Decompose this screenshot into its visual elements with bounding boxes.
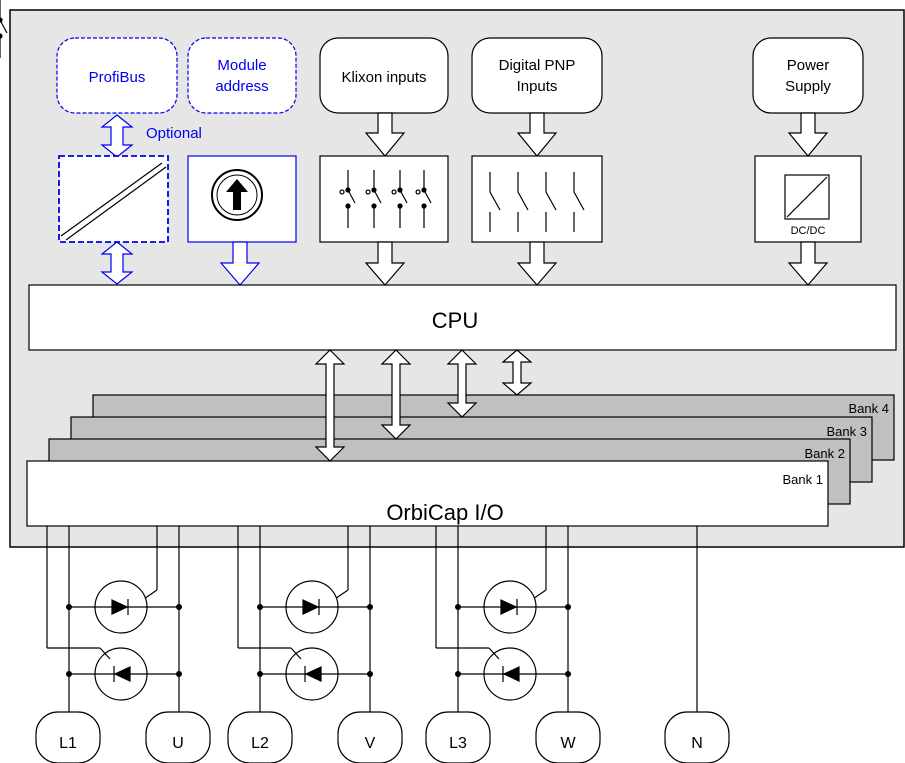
thyristor-icon (285, 580, 339, 634)
dcdc-block: DC/DC (754, 155, 862, 243)
terminal-n-label: N (691, 735, 703, 752)
module-address-box: Module address (187, 37, 297, 114)
thyristor-icon (94, 580, 148, 634)
output-circuit-1 (46, 526, 180, 712)
terminal-v-label: V (365, 735, 376, 752)
klixon-inputs-box: Klixon inputs (319, 37, 449, 114)
bus-arrow-bank-3 (446, 349, 478, 418)
power-down-arrow (787, 112, 829, 157)
terminal-l3-label: L3 (449, 735, 467, 752)
terminal-u: U (145, 711, 211, 763)
digital-pnp-label-line2: Inputs (517, 78, 558, 95)
dcdc-cpu-arrow (787, 241, 829, 286)
converter-icon (60, 162, 163, 237)
thyristor-icon (285, 647, 339, 701)
cpu-label: CPU (432, 308, 478, 333)
terminal-l2: L2 (227, 711, 293, 763)
address-cpu-arrow (219, 241, 261, 286)
klixon-inputs-label: Klixon inputs (341, 69, 426, 86)
klixon-cpu-arrow (364, 241, 406, 286)
terminal-l1-label: L1 (59, 735, 77, 752)
bus-arrow-bank-4 (501, 349, 533, 396)
digital-cpu-arrow (516, 241, 558, 286)
rotary-switch-icon (211, 169, 263, 221)
thyristor-icon (483, 647, 537, 701)
terminal-n: N (664, 711, 730, 763)
bank-1-label: Bank 1 (783, 472, 823, 487)
digital-pnp-label-line1: Digital PNP (499, 57, 576, 74)
bus-arrow-bank-2 (380, 349, 412, 440)
thyristors (94, 580, 537, 701)
terminal-l1: L1 (35, 711, 101, 763)
module-address-label-line2: address (215, 78, 268, 95)
bank-bus-arrows (314, 349, 533, 462)
digital-down-arrow (516, 112, 558, 157)
thyristor-icon (483, 580, 537, 634)
profibus-label: ProfiBus (89, 69, 146, 86)
digital-pnp-inputs-box: Digital PNP Inputs (471, 37, 603, 114)
optional-label: Optional (146, 125, 202, 142)
pnp-switch-block (471, 155, 603, 243)
power-supply-box: Power Supply (752, 37, 864, 114)
terminal-v: V (337, 711, 403, 763)
terminal-u-label: U (172, 735, 184, 752)
bank-3-label: Bank 3 (827, 424, 867, 439)
bank-2-label: Bank 2 (805, 446, 845, 461)
power-supply-label-line2: Supply (785, 78, 831, 95)
converter-block (58, 155, 169, 243)
terminal-l2-label: L2 (251, 735, 269, 752)
terminals: L1 U L2 V L3 W N (35, 711, 730, 763)
terminal-w: W (535, 711, 601, 763)
bank-1: Bank 1 OrbiCap I/O (26, 460, 829, 527)
junction-dots (66, 604, 571, 677)
output-circuit-2 (237, 526, 371, 712)
klixon-switch-icon (0, 0, 432, 229)
thyristor-icon (94, 647, 148, 701)
bank-4-label: Bank 4 (849, 401, 889, 416)
bus-arrow-bank-1 (314, 349, 346, 462)
output-circuit-3 (435, 526, 569, 712)
dcdc-label: DC/DC (791, 225, 826, 237)
terminal-l3: L3 (425, 711, 491, 763)
klixon-switch-block (0, 0, 449, 243)
module-address-label-line1: Module (217, 57, 266, 74)
terminal-w-label: W (560, 735, 576, 752)
address-switch-block (187, 155, 297, 243)
power-supply-label-line1: Power (787, 57, 830, 74)
io-label: OrbiCap I/O (386, 500, 503, 525)
klixon-down-arrow (364, 112, 406, 157)
converter-cpu-arrow (100, 241, 134, 285)
switch-icon (489, 172, 585, 232)
profibus-box: ProfiBus (56, 37, 178, 114)
cpu-block: CPU (28, 284, 897, 351)
